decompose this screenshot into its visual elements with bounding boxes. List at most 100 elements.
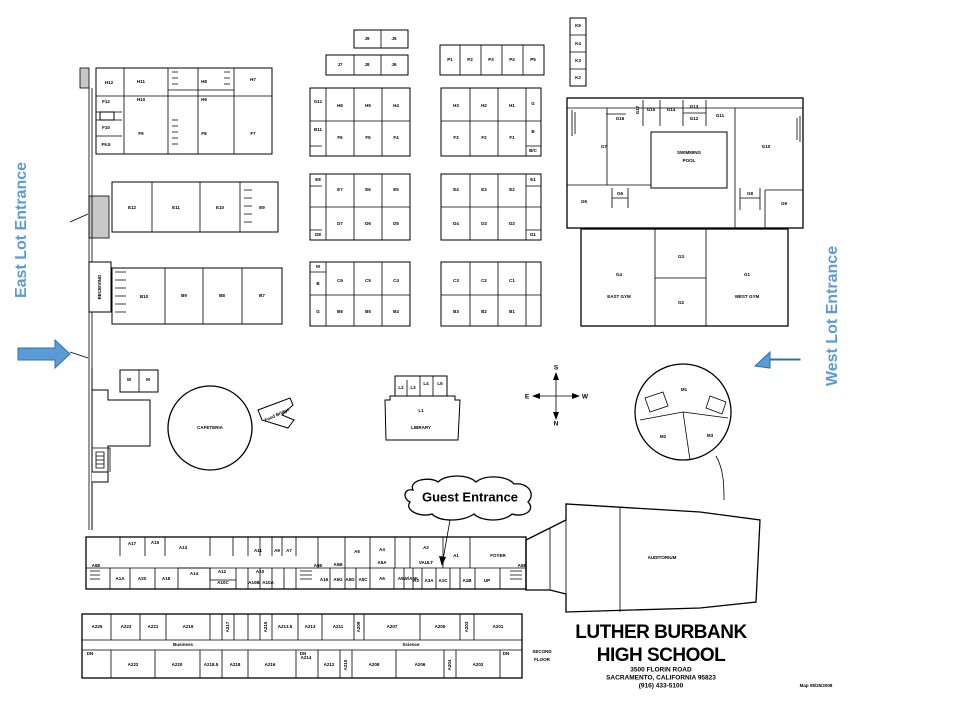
room-f1: F1 [509, 135, 515, 140]
stairs-down-east: DN [503, 651, 510, 656]
room-a5b: A5C [358, 577, 368, 582]
room-d4: D4 [453, 221, 459, 226]
room-f4: F4 [393, 135, 399, 140]
room-a204: A204 [447, 659, 452, 670]
room-g14: G14 [667, 107, 676, 112]
room-h5: H5 [365, 103, 371, 108]
room-e11: E11 [172, 205, 180, 210]
room-j8: J8 [364, 62, 370, 67]
gym-building: G4 EAST GYM G3 G2 G1 WEST GYM [580, 228, 789, 327]
room-a5e: A5B [333, 562, 343, 567]
room-m-mid: M [316, 264, 320, 269]
room-a210: A210 [343, 659, 348, 670]
room-f12: F12 [102, 99, 110, 104]
stairs-down-west: DN [87, 651, 94, 656]
room-m1: M1 [681, 387, 688, 392]
stairs-up-west: A5E [92, 563, 101, 568]
room-g6: G6 [617, 191, 624, 196]
room-d1: D1 [530, 232, 536, 237]
room-f5: F5 [365, 135, 371, 140]
room-g3: G3 [678, 254, 685, 259]
room-h1: H1 [509, 103, 515, 108]
room-e2: E2 [509, 187, 515, 192]
room-p2: P2 [467, 57, 473, 62]
room-g1: G1 [744, 272, 751, 277]
swimming-pool-label-1: SWIMMING [677, 150, 701, 155]
guest-entrance-label: Guest Entrance [422, 489, 518, 504]
west-gym-label: WEST GYM [735, 294, 760, 299]
room-a201: A201 [493, 624, 504, 629]
room-c5: C5 [365, 278, 371, 283]
room-k2: K2 [575, 75, 581, 80]
room-h11: H11 [137, 79, 146, 84]
room-c6: C6 [337, 278, 343, 283]
room-f8: F8 [201, 131, 207, 136]
room-b-mid: B [531, 129, 535, 134]
stairs-up-east: A5E [518, 563, 527, 568]
compass-north: N [554, 421, 559, 428]
room-b3: B3 [453, 309, 459, 314]
school-phone: (916) 433-5100 [639, 683, 684, 690]
e-west-building: E12 E11 E10 E9 [111, 181, 279, 233]
room-h3: H3 [453, 103, 459, 108]
room-c4: C4 [393, 278, 399, 283]
room-g11: G11 [716, 113, 725, 118]
room-a12: A12 [218, 569, 227, 574]
e-d-mid-building-1: E8 E7 E6 E5 D8 D7 D6 D5 [309, 173, 411, 241]
room-a213: A213 [305, 624, 316, 629]
room-a3a: A3 [413, 578, 419, 583]
room-g10: G10 [762, 144, 771, 149]
west-lot-entrance-arrow-left [753, 350, 801, 369]
room-d7: D7 [337, 221, 343, 226]
room-g-mid: G [531, 101, 535, 106]
room-a207: A207 [387, 624, 398, 629]
map-date: Map 08/25/2008 [800, 683, 833, 688]
room-h9: H9 [201, 97, 207, 102]
room-a205: A205 [435, 624, 446, 629]
receiving-label: RECEIVING [97, 274, 102, 299]
room-b9: B9 [181, 293, 187, 298]
room-g9: G9 [781, 201, 788, 206]
room-f6: F6 [337, 135, 343, 140]
room-b8: B8 [219, 293, 225, 298]
room-e1: E1 [530, 177, 536, 182]
room-f9: F9 [138, 131, 144, 136]
room-a7: A7 [286, 548, 292, 553]
room-l5: L5 [437, 381, 443, 386]
room-d5: D5 [393, 221, 399, 226]
school-city: SACRAMENTO, CALIFORNIA 95823 [606, 675, 716, 682]
room-l2: L2 [398, 385, 404, 390]
auditorium-label: AUDITORIUM [648, 555, 677, 560]
room-e3: E3 [481, 187, 487, 192]
school-name-line2: HIGH SCHOOL [597, 645, 726, 666]
k-building: K5 K4 K3 K2 [569, 17, 587, 87]
room-g11-mid: G11 [314, 99, 323, 104]
h-f-west-building: H12 H11 H10 H9 H8 H7 F12 F10 F9 F9.5 F8 … [95, 67, 273, 155]
compass-east: E [525, 394, 530, 401]
second-floor-label-2: FLOOR [534, 657, 550, 662]
room-g13: G13 [690, 104, 699, 109]
room-a217: A217 [225, 621, 230, 632]
room-d8: D8 [315, 232, 321, 237]
room-a219: A219 [183, 624, 194, 629]
room-a9: A9 [274, 548, 280, 553]
room-h10: H10 [137, 97, 146, 102]
room-e12: E12 [128, 205, 137, 210]
e-d-mid-building-2: E4 E3 E2 E1 D4 D3 D2 D1 [440, 173, 542, 241]
room-j6: J6 [391, 62, 397, 67]
room-a1: A1 [453, 553, 459, 558]
library-label: LIBRARY [411, 425, 431, 430]
west-lot-entrance-label: West Lot Entrance [824, 246, 841, 386]
cafe-room-m: M [146, 377, 150, 382]
room-d2: D2 [509, 221, 515, 226]
a-building-second-floor: A225 A223 A221 A219 A217 A215 A213.5 A21… [81, 613, 552, 679]
room-a206: A206 [415, 662, 426, 667]
library-room-l1: L1 [418, 408, 424, 413]
room-a2: A2 [423, 545, 429, 550]
room-e8-tab: E8 [315, 177, 321, 182]
auditorium-building: AUDITORIUM [525, 503, 761, 613]
second-floor-label-1: SECOND [532, 649, 552, 654]
room-a209: A209 [356, 621, 361, 632]
room-b6: B6 [337, 309, 343, 314]
